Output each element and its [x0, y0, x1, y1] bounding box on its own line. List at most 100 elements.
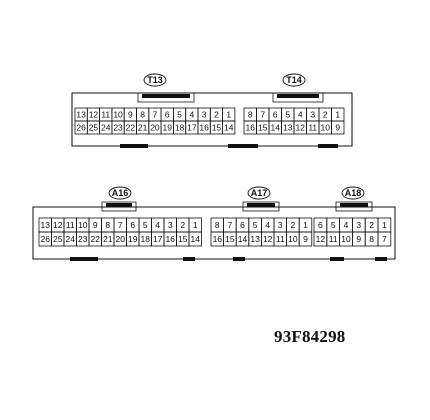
pin-number: 6	[318, 220, 323, 230]
pin-number: 19	[128, 234, 138, 244]
pin-number: 4	[344, 220, 349, 230]
pin-number: 5	[331, 220, 336, 230]
pin-number: 13	[76, 110, 86, 120]
pin-number: 1	[193, 220, 198, 230]
pin-number: 4	[265, 220, 270, 230]
pin-number: 4	[298, 110, 303, 120]
pin-number: 4	[155, 220, 160, 230]
pin-number: 7	[118, 220, 123, 230]
pin-number: 13	[250, 234, 260, 244]
connector-label: A17	[251, 188, 268, 198]
pin-number: 17	[187, 123, 197, 133]
pin-number: 10	[113, 110, 123, 120]
pin-number: 6	[240, 220, 245, 230]
pin-number: 25	[53, 234, 63, 244]
pin-number: 22	[91, 234, 101, 244]
pin-number: 14	[191, 234, 201, 244]
pin-number: 8	[369, 234, 374, 244]
pin-number: 21	[138, 123, 148, 133]
pin-number: 24	[101, 123, 111, 133]
connector-label-oval	[341, 186, 365, 200]
pin-number: 23	[113, 123, 123, 133]
pin-number: 7	[153, 110, 158, 120]
pin-number: 3	[168, 220, 173, 230]
pin-number: 24	[66, 234, 76, 244]
connector-label: T13	[147, 75, 163, 85]
pin-number: 17	[153, 234, 163, 244]
pin-number: 3	[278, 220, 283, 230]
pin-number: 5	[143, 220, 148, 230]
pin-number: 15	[258, 123, 268, 133]
pin-number: 5	[253, 220, 258, 230]
pin-number: 2	[369, 220, 374, 230]
pin-number: 26	[76, 123, 86, 133]
pin-number: 23	[78, 234, 88, 244]
pin-number: 14	[224, 123, 234, 133]
pin-number: 5	[285, 110, 290, 120]
pin-number: 11	[101, 110, 110, 120]
connector-label-oval	[108, 186, 132, 200]
pin-number: 3	[356, 220, 361, 230]
pin-number: 6	[273, 110, 278, 120]
pin-number: 1	[335, 110, 340, 120]
connector-label-oval	[282, 73, 306, 87]
pin-number: 20	[116, 234, 126, 244]
pin-number: 12	[53, 220, 63, 230]
pin-number: 5	[177, 110, 182, 120]
pin-cell	[222, 120, 236, 135]
pin-number: 12	[316, 234, 326, 244]
pin-number: 18	[175, 123, 185, 133]
pin-number: 21	[103, 234, 113, 244]
pin-number: 10	[288, 234, 298, 244]
pin-number: 10	[78, 220, 88, 230]
pin-number: 2	[323, 110, 328, 120]
pin-number: 11	[308, 123, 317, 133]
pin-cell	[377, 231, 392, 247]
pin-number: 12	[263, 234, 273, 244]
pin-number: 2	[214, 110, 219, 120]
lower-connector-housing	[32, 201, 396, 261]
pin-number: 16	[199, 123, 209, 133]
pin-number: 9	[303, 234, 308, 244]
pin-number: 15	[212, 123, 222, 133]
pin-number: 13	[283, 123, 293, 133]
pin-number: 9	[93, 220, 98, 230]
pin-number: 11	[66, 220, 75, 230]
pin-number: 1	[303, 220, 308, 230]
connector-label: T14	[286, 75, 302, 85]
pin-number: 1	[382, 220, 387, 230]
pin-number: 7	[260, 110, 265, 120]
pin-number: 4	[189, 110, 194, 120]
upper-connector-housing	[71, 92, 353, 148]
pin-number: 2	[291, 220, 296, 230]
pin-number: 8	[248, 110, 253, 120]
pin-number: 18	[141, 234, 151, 244]
pin-number: 16	[213, 234, 223, 244]
pin-number: 8	[105, 220, 110, 230]
pin-number: 1	[226, 110, 231, 120]
pin-number: 19	[163, 123, 173, 133]
pin-number: 12	[296, 123, 306, 133]
pin-cell	[331, 120, 345, 135]
pin-number: 9	[128, 110, 133, 120]
pin-number: 10	[341, 234, 351, 244]
connector-label: A16	[112, 188, 129, 198]
pin-number: 15	[178, 234, 188, 244]
pin-number: 16	[246, 123, 256, 133]
pin-number: 3	[202, 110, 207, 120]
figure-code: 93F84298	[274, 327, 346, 346]
pin-number: 25	[89, 123, 99, 133]
pin-number: 26	[41, 234, 51, 244]
pin-number: 2	[180, 220, 185, 230]
pin-cell	[188, 231, 202, 247]
pin-number: 13	[41, 220, 51, 230]
pin-number: 9	[356, 234, 361, 244]
pin-number: 22	[126, 123, 136, 133]
pin-number: 6	[165, 110, 170, 120]
pin-number: 6	[130, 220, 135, 230]
